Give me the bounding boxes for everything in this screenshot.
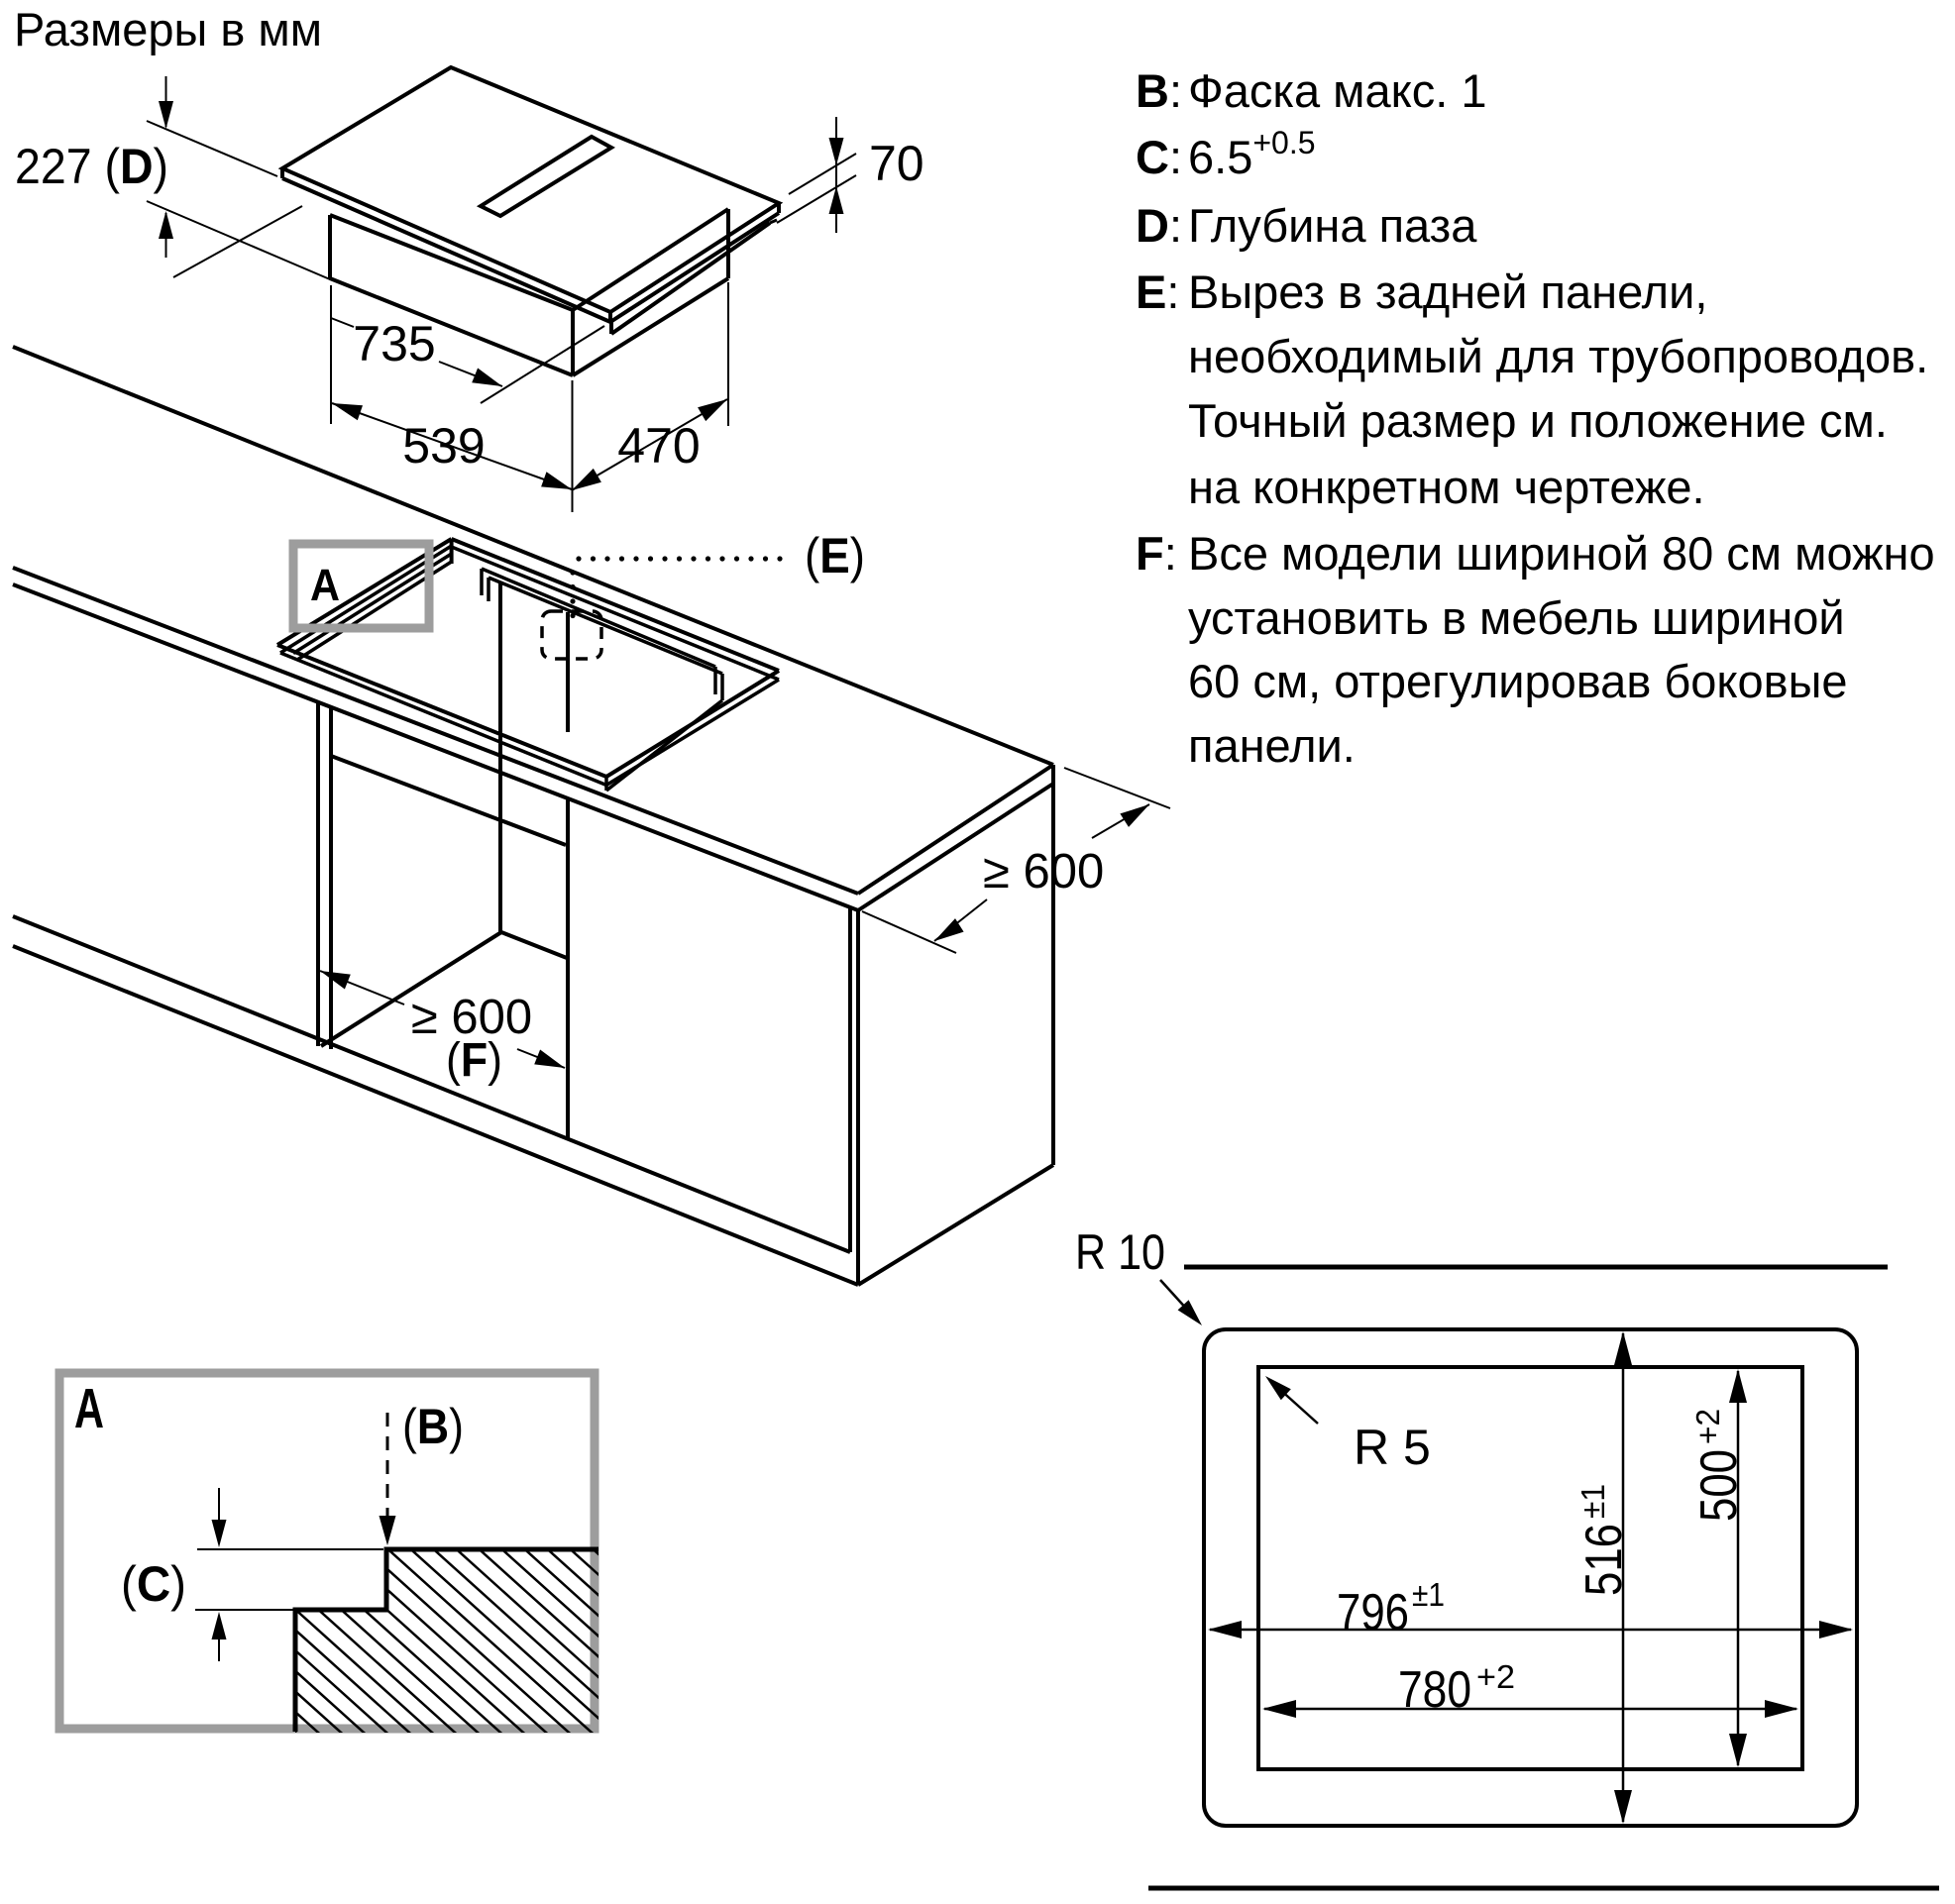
svg-text:на конкретном чертеже.: на конкретном чертеже. bbox=[1188, 461, 1705, 513]
svg-text:735: 735 bbox=[353, 316, 435, 371]
svg-text:Размеры в мм: Размеры в мм bbox=[14, 3, 322, 55]
svg-text:796: 796 bbox=[1337, 1584, 1409, 1641]
svg-text:516: 516 bbox=[1575, 1524, 1633, 1596]
svg-text:C:: C: bbox=[1136, 131, 1182, 183]
svg-text:(C): (C) bbox=[121, 1556, 186, 1612]
svg-text:Вырез в задней панели,: Вырез в задней панели, bbox=[1188, 265, 1707, 318]
svg-text:70: 70 bbox=[869, 136, 924, 191]
svg-text:D:: D: bbox=[1136, 199, 1182, 252]
svg-text:227 (D): 227 (D) bbox=[15, 139, 168, 194]
svg-text:Глубина паза: Глубина паза bbox=[1188, 199, 1477, 252]
svg-text:A: A bbox=[310, 560, 340, 610]
svg-text:A: A bbox=[74, 1377, 104, 1440]
svg-text:Точный размер и положение см.: Точный размер и положение см. bbox=[1188, 394, 1888, 447]
svg-text:≥ 600: ≥ 600 bbox=[411, 991, 532, 1044]
svg-text:±1: ±1 bbox=[1575, 1484, 1611, 1519]
svg-text:Фаска макс. 1: Фаска макс. 1 bbox=[1188, 64, 1486, 117]
svg-text:R 5: R 5 bbox=[1354, 1420, 1431, 1475]
svg-text:R 10: R 10 bbox=[1075, 1224, 1165, 1280]
svg-text:+2: +2 bbox=[1476, 1658, 1515, 1695]
svg-text:(B): (B) bbox=[402, 1399, 464, 1454]
svg-text:установить в мебель шириной: установить в мебель шириной bbox=[1188, 591, 1845, 644]
svg-text:Все модели шириной 80 см можно: Все модели шириной 80 см можно bbox=[1188, 527, 1935, 580]
svg-text:F:: F: bbox=[1136, 527, 1177, 580]
svg-text:панели.: панели. bbox=[1188, 719, 1356, 772]
svg-text:B:: B: bbox=[1136, 64, 1182, 117]
svg-text:(F): (F) bbox=[446, 1034, 502, 1087]
svg-text:E:: E: bbox=[1136, 265, 1179, 318]
svg-text:60 см, отрегулировав боковые: 60 см, отрегулировав боковые bbox=[1188, 655, 1848, 707]
svg-text:539: 539 bbox=[402, 418, 485, 474]
svg-text:≥ 600: ≥ 600 bbox=[983, 845, 1104, 899]
svg-text:необходимый для трубопроводов.: необходимый для трубопроводов. bbox=[1188, 330, 1928, 382]
svg-text:470: 470 bbox=[617, 418, 700, 474]
svg-text:780: 780 bbox=[1398, 1661, 1471, 1719]
svg-text:+2: +2 bbox=[1689, 1409, 1726, 1444]
svg-text:±1: ±1 bbox=[1412, 1576, 1445, 1613]
svg-text:(E): (E) bbox=[805, 528, 865, 583]
svg-text:500: 500 bbox=[1690, 1449, 1748, 1522]
